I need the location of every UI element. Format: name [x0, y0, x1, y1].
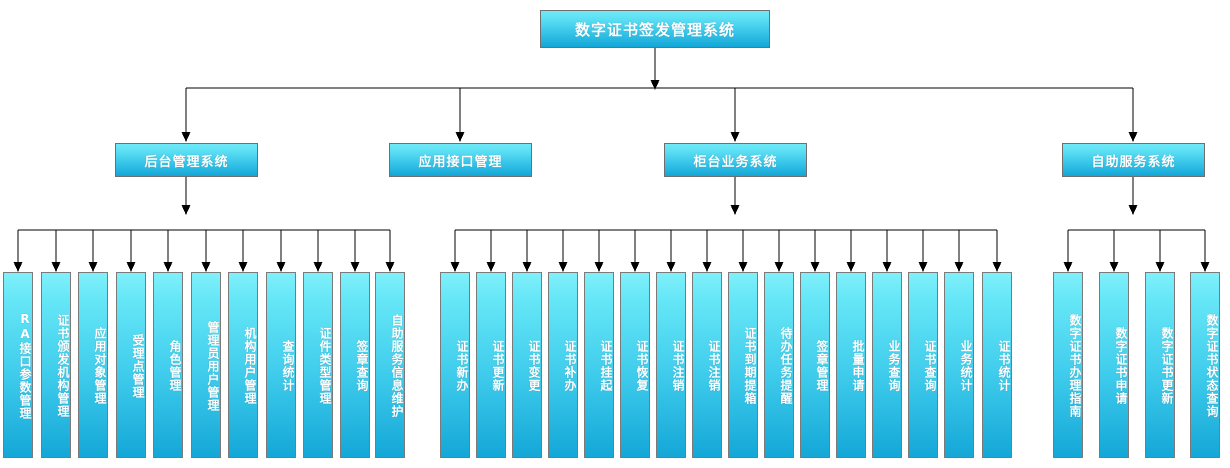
connector-selfservice-to-children — [1063, 177, 1210, 272]
leaf-node[interactable]: 证书注销 — [692, 272, 722, 458]
leaf-node-label: 证书统计 — [997, 340, 1011, 392]
leaf-node-label: 应用对象管理 — [93, 327, 107, 405]
leaf-node[interactable]: 业务统计 — [944, 272, 974, 458]
connector-counter-to-children — [450, 177, 1002, 272]
leaf-node[interactable]: 查询统计 — [266, 272, 296, 458]
leaf-node[interactable]: 角色管理 — [153, 272, 183, 458]
leaf-node-label: 机构用户管理 — [243, 327, 257, 405]
leaf-node[interactable]: 证书更新 — [476, 272, 506, 458]
leaf-node[interactable]: 签章管理 — [800, 272, 830, 458]
leaf-node[interactable]: 批量申请 — [836, 272, 866, 458]
leaf-node-label: 证书查询 — [923, 340, 937, 392]
leaf-node-label: 数字证书更新 — [1160, 327, 1174, 405]
leaf-node[interactable]: 机构用户管理 — [228, 272, 258, 458]
leaf-node-label: 证书注销 — [707, 340, 721, 392]
branch-node-self-service[interactable]: 自助服务系统 — [1062, 143, 1205, 177]
branch-node-counter-business[interactable]: 柜台业务系统 — [664, 143, 807, 177]
leaf-node[interactable]: 证书查询 — [908, 272, 938, 458]
root-node-label: 数字证书签发管理系统 — [574, 20, 735, 39]
leaf-node[interactable]: 数字证书状态查询 — [1190, 272, 1220, 458]
branch-node-label: 柜台业务系统 — [693, 154, 778, 170]
leaf-node-label: RA接口参数管理 — [18, 312, 32, 420]
leaf-node-label: 证书到期提箱 — [743, 327, 757, 405]
leaf-node-label: 角色管理 — [168, 340, 182, 392]
leaf-node[interactable]: 数字证书更新 — [1145, 272, 1175, 458]
leaf-node[interactable]: 应用对象管理 — [78, 272, 108, 458]
leaf-node-label: 证书恢复 — [635, 340, 649, 392]
branch-node-application-interface[interactable]: 应用接口管理 — [389, 143, 532, 177]
connector-backend-to-children — [13, 177, 395, 272]
leaf-node[interactable]: 证书统计 — [982, 272, 1012, 458]
leaf-node[interactable]: 管理员用户管理 — [191, 272, 221, 458]
branch-node-backend-management[interactable]: 后台管理系统 — [115, 143, 258, 177]
leaf-node[interactable]: RA接口参数管理 — [3, 272, 33, 458]
leaf-node[interactable]: 证书变更 — [512, 272, 542, 458]
branch-node-label: 后台管理系统 — [144, 154, 229, 170]
leaf-node-label: 证书挂起 — [599, 340, 613, 392]
leaf-node-label: 证书补办 — [563, 340, 577, 392]
leaf-node[interactable]: 证书恢复 — [620, 272, 650, 458]
leaf-node-label: 批量申请 — [851, 340, 865, 392]
leaf-node-label: 业务统计 — [959, 340, 973, 392]
leaf-node-label: 证书新办 — [455, 340, 469, 392]
leaf-node-label: 待办任务提醒 — [779, 327, 793, 405]
leaf-node-label: 管理员用户管理 — [206, 320, 220, 412]
leaf-node-label: 签章查询 — [355, 340, 369, 392]
leaf-node[interactable]: 证书注销 — [656, 272, 686, 458]
leaf-node-label: 证书更新 — [491, 340, 505, 392]
leaf-node-label: 自助服务信息维护 — [390, 314, 404, 418]
leaf-node[interactable]: 自助服务信息维护 — [375, 272, 405, 458]
leaf-node-label: 业务查询 — [887, 340, 901, 392]
leaf-node-label: 签章管理 — [815, 340, 829, 392]
leaf-node-label: 证件类型管理 — [318, 327, 332, 405]
leaf-node[interactable]: 受理点管理 — [116, 272, 146, 458]
leaf-node[interactable]: 证书补办 — [548, 272, 578, 458]
leaf-node-label: 数字证书状态查询 — [1205, 314, 1219, 418]
root-node-digital-certificate-system[interactable]: 数字证书签发管理系统 — [540, 10, 770, 48]
leaf-node-label: 查询统计 — [281, 340, 295, 392]
leaf-node[interactable]: 证书到期提箱 — [728, 272, 758, 458]
leaf-node[interactable]: 签章查询 — [340, 272, 370, 458]
leaf-node-label: 证书颁发机构管理 — [56, 314, 70, 418]
leaf-node[interactable]: 数字证书申请 — [1099, 272, 1129, 458]
leaf-node-label: 证书变更 — [527, 340, 541, 392]
leaf-node-label: 数字证书申请 — [1114, 327, 1128, 405]
branch-node-label: 应用接口管理 — [418, 154, 503, 170]
leaf-node[interactable]: 数字证书办理指南 — [1053, 272, 1083, 458]
leaf-node[interactable]: 证书挂起 — [584, 272, 614, 458]
leaf-node[interactable]: 业务查询 — [872, 272, 902, 458]
leaf-node-label: 受理点管理 — [131, 333, 145, 399]
leaf-node[interactable]: 证书颁发机构管理 — [41, 272, 71, 458]
branch-node-label: 自助服务系统 — [1091, 154, 1176, 170]
leaf-node[interactable]: 证书新办 — [440, 272, 470, 458]
leaf-node[interactable]: 待办任务提醒 — [764, 272, 794, 458]
leaf-node-label: 证书注销 — [671, 340, 685, 392]
leaf-node[interactable]: 证件类型管理 — [303, 272, 333, 458]
leaf-node-label: 数字证书办理指南 — [1068, 314, 1082, 418]
connector-root-to-level2 — [181, 48, 1138, 142]
